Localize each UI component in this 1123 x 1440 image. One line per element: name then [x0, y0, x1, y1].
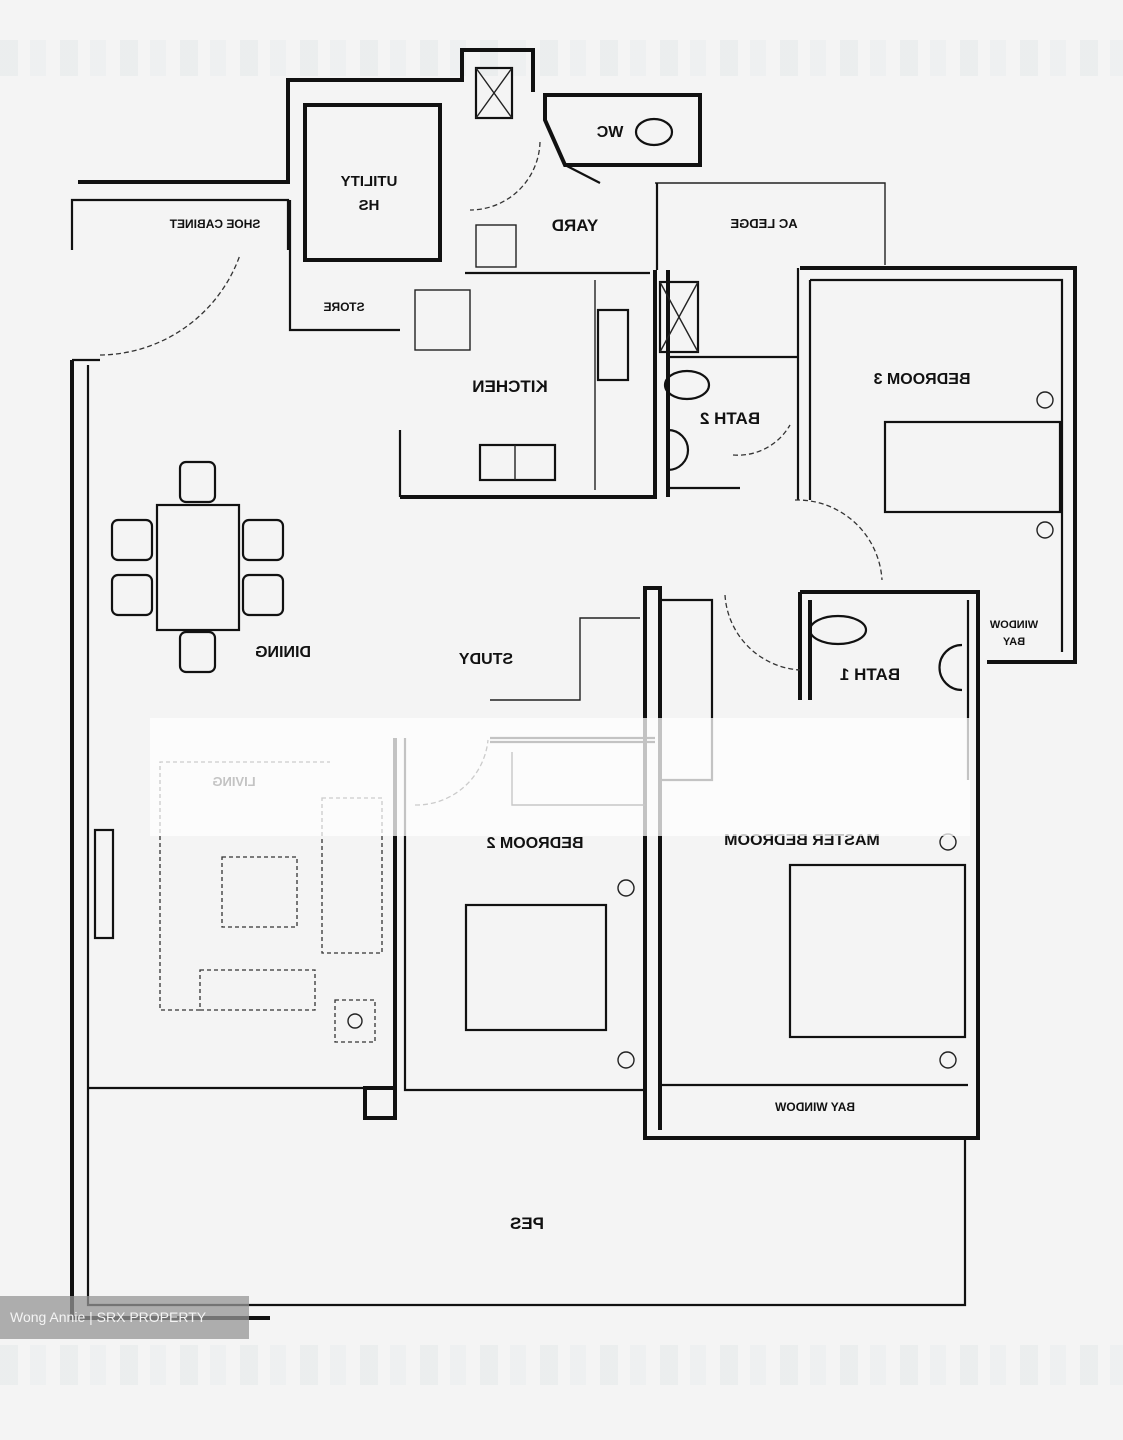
room-label-bay-window-3: WINDOW — [989, 619, 1038, 631]
room-label-study: STUDY — [459, 651, 514, 668]
fixtures — [414, 117, 963, 692]
room-label-bay-window-master: BAY WINDOW — [774, 1100, 855, 1114]
scan-haze — [150, 718, 970, 836]
background-pattern-bottom — [0, 1345, 1123, 1385]
room-label-kitchen: KITCHEN — [472, 377, 548, 396]
room-label-bath-2: BATH 2 — [700, 409, 760, 428]
outer-walls — [70, 48, 1077, 1320]
room-label-wc: WC — [596, 124, 623, 141]
background-pattern-top — [0, 40, 1123, 76]
room-label-master-bedroom: MASTER BEDROOM — [724, 832, 880, 849]
watermark: Wong Annie | SRX PROPERTY — [0, 1296, 249, 1339]
room-label-yard: YARD — [552, 216, 599, 235]
room-label-bedroom-2: BEDROOM 2 — [486, 835, 583, 852]
room-label-bay-window-3b: BAY — [1002, 636, 1025, 648]
beds — [464, 391, 1062, 1069]
room-label-store: STORE — [323, 300, 364, 314]
door-swings — [99, 141, 883, 806]
dining-table — [110, 460, 285, 674]
room-label-ac-ledge: AC LEDGE — [730, 216, 798, 231]
room-label-bath-1: BATH 1 — [840, 665, 900, 684]
room-label-dining: DINING — [255, 644, 311, 661]
room-label-shoe-cabinet: SHOE CABINET — [169, 217, 260, 231]
lift-shaft — [474, 66, 700, 354]
room-label-pes: PES — [510, 1214, 544, 1233]
room-label-hs: HS — [359, 197, 380, 214]
room-label-utility: UTILITY — [341, 173, 398, 190]
room-label-bedroom-3: BEDROOM 3 — [873, 371, 970, 388]
room-labels: SHOE CABINET UTILITY HS STORE WC YARD AC LEDGE… — [169, 124, 1038, 1233]
